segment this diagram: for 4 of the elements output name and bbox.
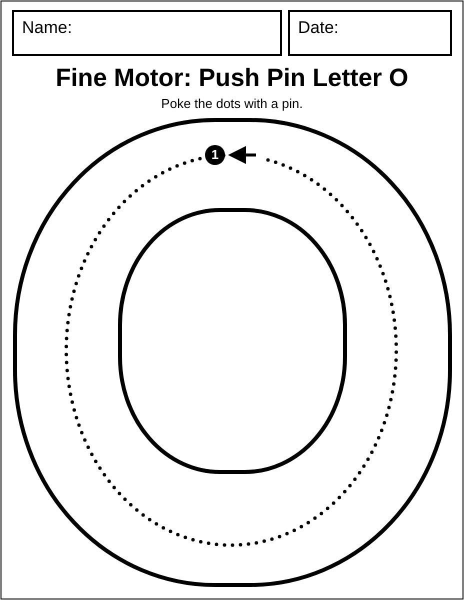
worksheet-title: Fine Motor: Push Pin Letter O: [54, 64, 410, 93]
instruction-text: Poke the dots with a pin.: [160, 96, 304, 111]
date-field: Date:: [288, 10, 452, 56]
name-field: Name:: [12, 10, 282, 56]
